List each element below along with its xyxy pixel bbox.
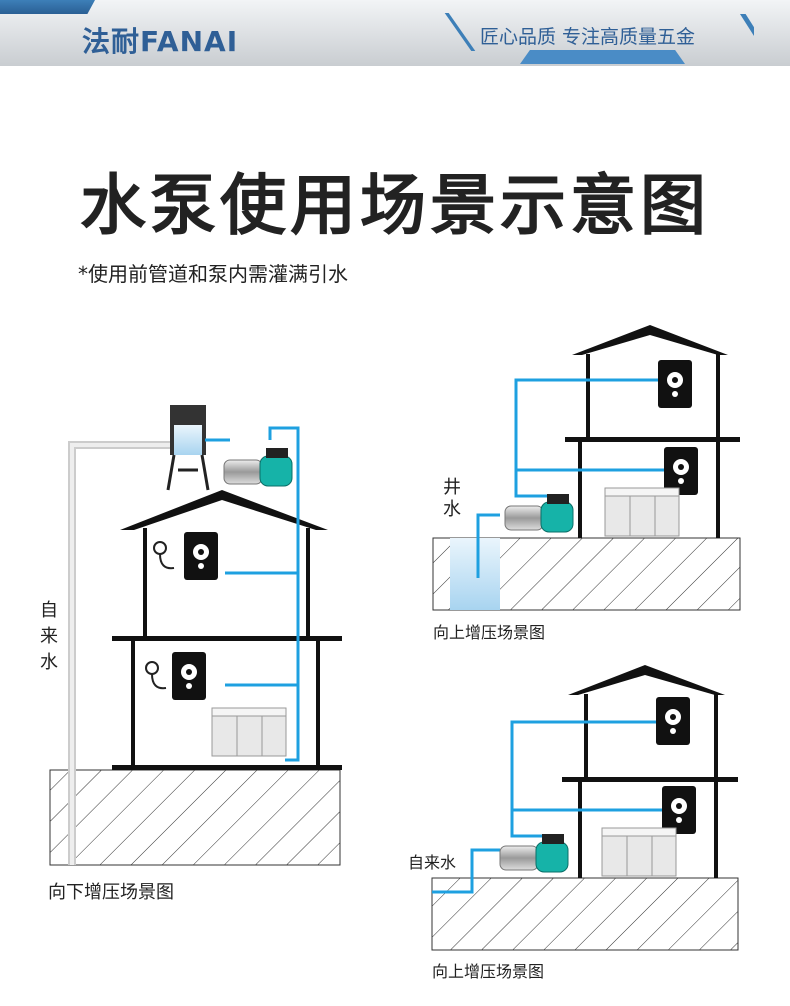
scene-caption: 向上增压场景图 (432, 962, 544, 981)
svg-text:水: 水 (40, 652, 58, 673)
subtitle-note: *使用前管道和泵内需灌满引水 (78, 262, 348, 286)
scene-caption: 向下增压场景图 (48, 882, 174, 903)
scene-upward-boost-tap: 自来水 向上增压场景图 (408, 665, 739, 981)
svg-text:来: 来 (40, 626, 58, 647)
water-pump (223, 447, 293, 487)
roof (120, 490, 328, 530)
svg-text:自来水: 自来水 (408, 853, 456, 872)
brand-logo: 法耐FANAI (82, 25, 239, 58)
svg-text:水: 水 (443, 499, 461, 520)
decorative-bar (0, 0, 95, 14)
scene-caption: 向上增压场景图 (433, 623, 545, 642)
decorative-bar (520, 50, 685, 64)
page-title: 水泵使用场景示意图 (80, 167, 710, 244)
svg-text:自: 自 (40, 600, 58, 621)
slogan: 匠心品质 专注高质量五金 (480, 26, 696, 48)
header-banner: 法耐FANAI 匠心品质 专注高质量五金 (0, 0, 790, 66)
ground (49, 769, 341, 866)
scene-diagrams: 自 来 水 向下增压场景图 井 水 向上增压场景图 自来水 向上增压场景图 (40, 325, 741, 981)
svg-text:井: 井 (443, 477, 461, 498)
decorative-bar (740, 14, 754, 36)
scene-upward-boost-well: 井 水 向上增压场景图 (432, 325, 741, 642)
distribution-pipe (205, 426, 300, 762)
scene-downward-boost: 自 来 水 向下增压场景图 (40, 405, 342, 903)
